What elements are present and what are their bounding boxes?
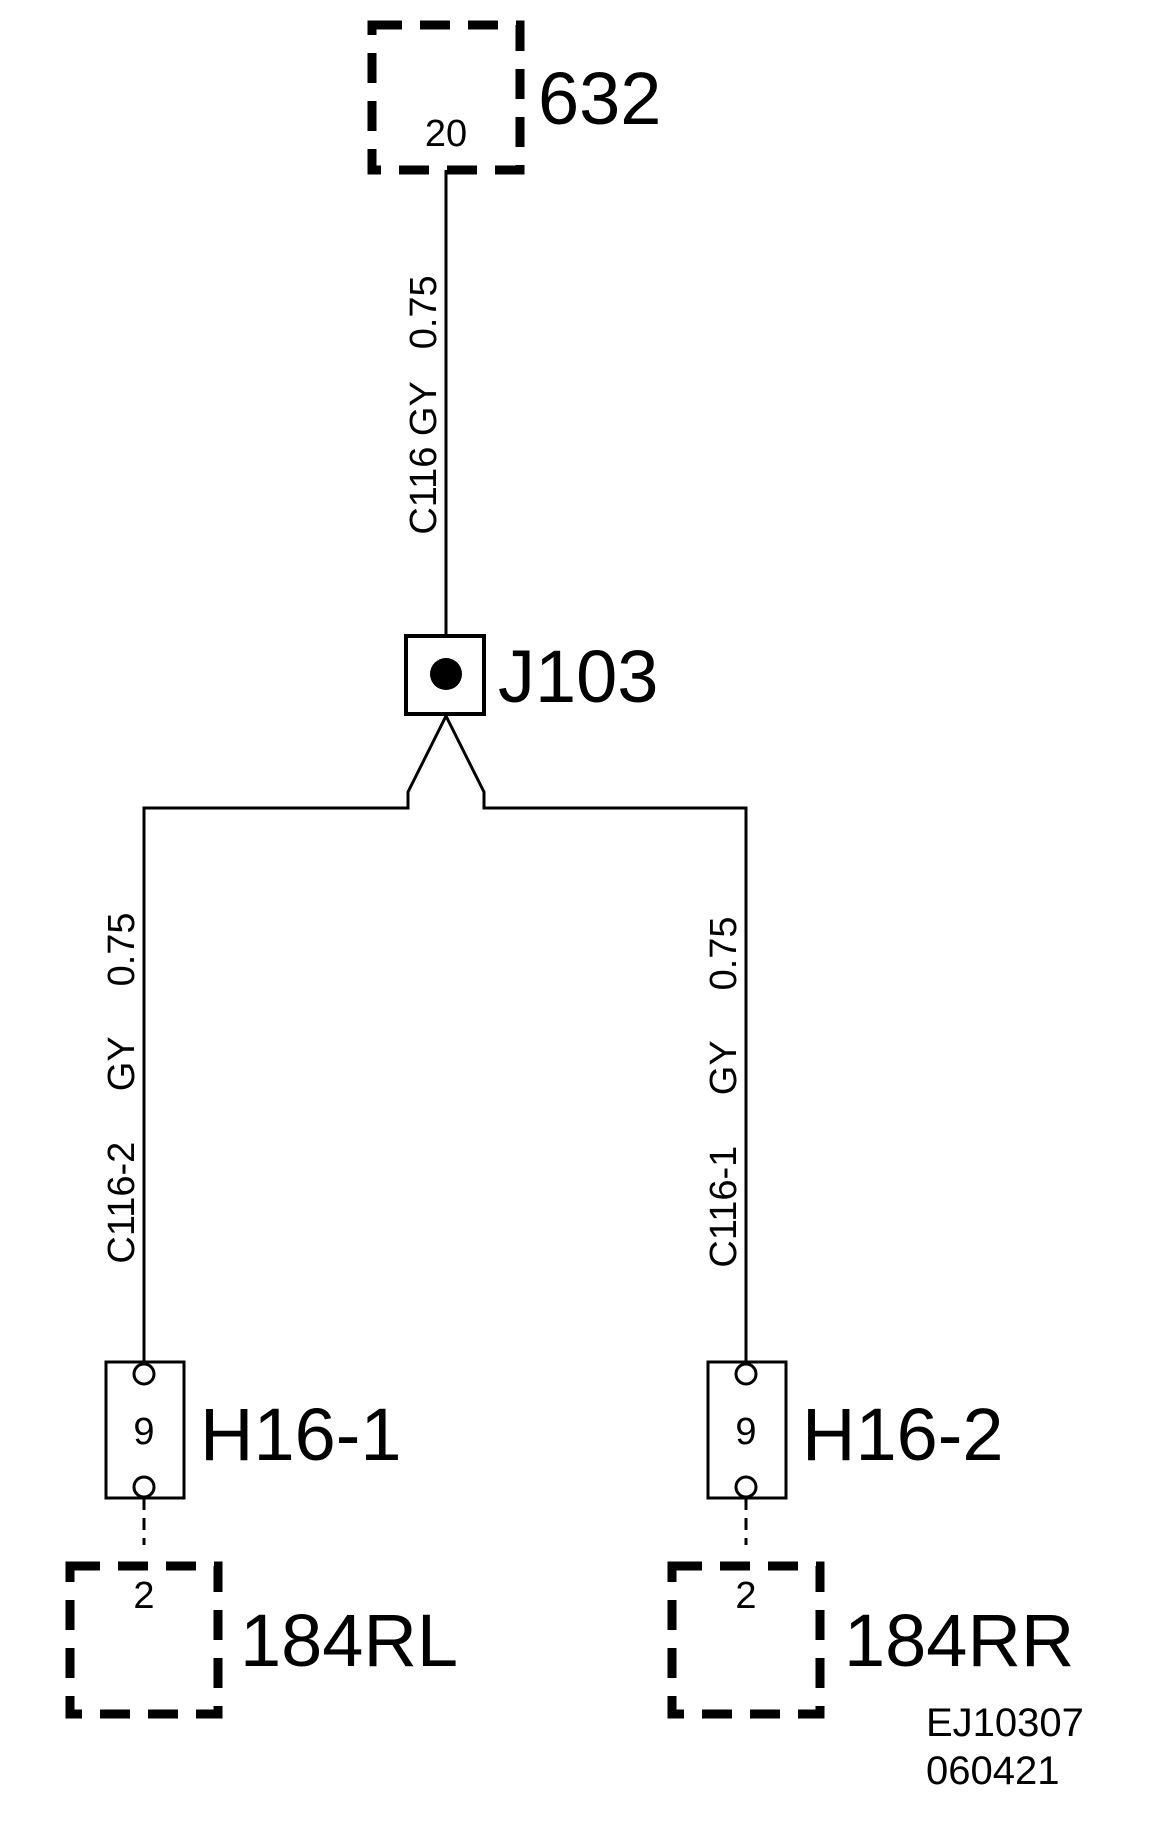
lamp-184rl-pin: 2 <box>133 1575 154 1617</box>
wire-left-label: C116-2 GY 0.75 <box>101 912 143 1263</box>
svg-text:C116-1 GY 0.75: C116-1 GY 0.75 <box>703 916 745 1267</box>
wire-left-circuit: C116-2 <box>101 1142 143 1264</box>
wire-right-color: GY <box>703 1041 745 1096</box>
lamp-184rl: 2 184RL <box>65 1561 458 1719</box>
fuse-h16-1-label: H16-1 <box>200 1393 402 1476</box>
splice-j103: J103 <box>404 634 658 718</box>
wire-left-color: GY <box>101 1037 143 1092</box>
wire-main-circuit: C116 <box>403 447 445 535</box>
wire-main-color: GY <box>403 382 445 437</box>
svg-text:C116-2 GY 0.75: C116-2 GY 0.75 <box>101 912 143 1263</box>
lamp-184rr-pin: 2 <box>735 1575 756 1617</box>
connector-632-outline <box>367 20 525 175</box>
lamp-184rl-outline <box>65 1561 223 1719</box>
connector-632: 20 632 <box>367 20 661 175</box>
lamp-184rr: 2 184RR <box>667 1561 1074 1719</box>
reference-code: EJ10307 <box>926 1701 1084 1745</box>
wire-main-size: 0.75 <box>403 275 445 349</box>
connector-632-label: 632 <box>538 57 661 140</box>
wire-right-label: C116-1 GY 0.75 <box>703 916 745 1267</box>
lamp-184rr-label: 184RR <box>844 1599 1074 1682</box>
fuse-h16-2-pin: 9 <box>735 1411 756 1453</box>
connector-632-pin: 20 <box>425 113 467 155</box>
fuse-h16-1-terminal-top <box>132 1362 156 1386</box>
wire-main-label: C116 GY 0.75 <box>403 275 445 534</box>
wire-left-size: 0.75 <box>101 912 143 986</box>
svg-text:C116 GY 0.75: C116 GY 0.75 <box>403 275 445 534</box>
wire-right-size: 0.75 <box>703 916 745 990</box>
fuse-h16-2-terminal-top <box>734 1362 758 1386</box>
fuse-h16-1-terminal-bottom <box>132 1475 156 1499</box>
lamp-184rr-outline <box>667 1561 825 1719</box>
wire-right-circuit: C116-1 <box>703 1146 745 1268</box>
wire-branch <box>142 712 748 1362</box>
fuse-h16-2-label: H16-2 <box>802 1393 1004 1476</box>
fuse-h16-2-terminal-bottom <box>734 1475 758 1499</box>
splice-dot <box>430 658 462 690</box>
fuse-h16-2: 9 H16-2 <box>706 1360 1004 1500</box>
fuse-h16-1: 9 H16-1 <box>104 1360 402 1500</box>
fuse-h16-1-pin: 9 <box>133 1411 154 1453</box>
splice-label: J103 <box>498 635 658 718</box>
lamp-184rl-label: 184RL <box>240 1599 458 1682</box>
reference-date: 060421 <box>926 1749 1059 1793</box>
